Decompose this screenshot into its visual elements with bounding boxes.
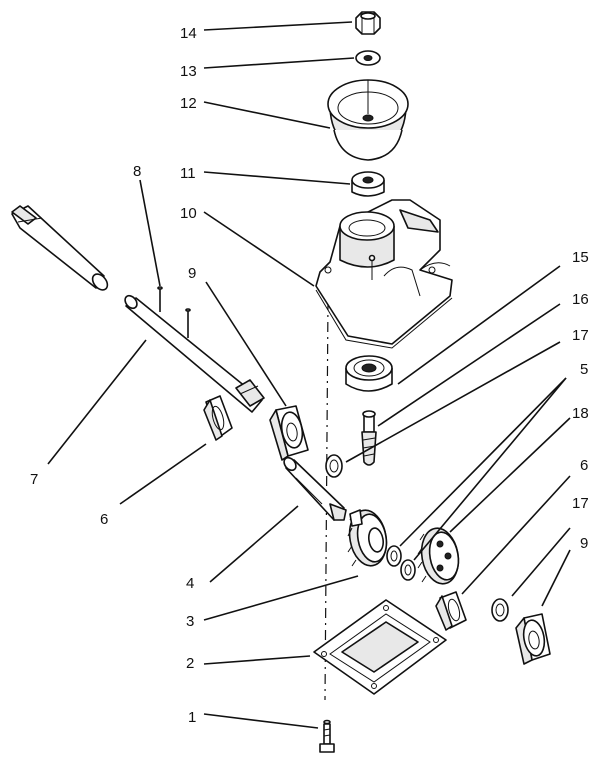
part-9-bushing-lower xyxy=(515,613,551,665)
leader-6a xyxy=(119,443,207,505)
callout-13: 13 xyxy=(180,63,197,80)
leader-11 xyxy=(203,171,351,185)
callout-16: 16 xyxy=(572,291,589,308)
callout-17a: 17 xyxy=(572,327,589,344)
callout-4: 4 xyxy=(186,575,194,592)
leader-4 xyxy=(209,505,299,583)
callout-14: 14 xyxy=(180,25,197,42)
part-18-gear xyxy=(417,527,460,585)
leader-5b xyxy=(413,377,567,561)
leader-18 xyxy=(449,417,571,533)
part-9-bushing-upper xyxy=(269,405,309,461)
part-3-gear xyxy=(347,509,388,567)
leader-10 xyxy=(203,211,315,287)
callout-9b: 9 xyxy=(580,535,588,552)
callout-6a: 6 xyxy=(100,511,108,528)
leader-9b xyxy=(541,549,571,607)
callout-8: 8 xyxy=(133,163,141,180)
leader-12 xyxy=(203,101,331,129)
leader-17b xyxy=(511,527,571,597)
callout-12: 12 xyxy=(180,95,197,112)
leader-lines xyxy=(47,21,571,729)
callout-10: 10 xyxy=(180,205,197,222)
part-16-worm-gear xyxy=(361,410,377,466)
upper-left-tube xyxy=(11,205,109,291)
leader-17a xyxy=(345,341,561,463)
leader-14 xyxy=(203,21,353,31)
callout-11: 11 xyxy=(180,165,196,182)
part-6-bushing-left xyxy=(203,395,233,441)
callout-labels: 14 13 12 11 10 8 9 15 16 17 5 18 7 6 6 1… xyxy=(30,25,589,726)
callout-18: 18 xyxy=(572,405,589,422)
callout-5: 5 xyxy=(580,361,588,378)
callout-6b: 6 xyxy=(580,457,588,474)
leader-8 xyxy=(139,179,161,287)
leader-15 xyxy=(397,265,561,385)
leader-2 xyxy=(203,655,311,665)
callout-1: 1 xyxy=(188,709,196,726)
part-5-washers xyxy=(386,545,416,581)
leader-1 xyxy=(203,713,319,729)
part-12-pulley xyxy=(327,79,409,161)
part-14-nut xyxy=(355,11,381,35)
leader-9a xyxy=(205,281,287,407)
part-1-screw xyxy=(319,719,335,753)
part-7-shaft xyxy=(124,294,265,413)
part-11-bushing xyxy=(351,171,385,197)
part-10-housing xyxy=(315,199,453,349)
callout-3: 3 xyxy=(186,613,194,630)
part-17-washer-lower xyxy=(491,598,509,622)
leader-5a xyxy=(399,377,567,547)
callout-2: 2 xyxy=(186,655,194,672)
part-17-washer-upper xyxy=(325,454,343,478)
part-13-washer xyxy=(355,50,381,66)
part-4-shaft xyxy=(283,456,347,521)
part-15-bearing xyxy=(345,355,393,392)
part-2-cover-plate xyxy=(313,599,447,695)
callout-9a: 9 xyxy=(188,265,196,282)
leader-13 xyxy=(203,57,355,69)
leader-16 xyxy=(377,303,561,427)
callout-15: 15 xyxy=(572,249,589,266)
callout-17b: 17 xyxy=(572,495,589,512)
part-8-pins xyxy=(157,286,191,338)
leader-3 xyxy=(203,575,359,621)
part-6-bushing-right xyxy=(435,591,467,631)
callout-7: 7 xyxy=(30,471,38,488)
leader-7 xyxy=(47,339,147,465)
leader-6b xyxy=(461,475,571,595)
